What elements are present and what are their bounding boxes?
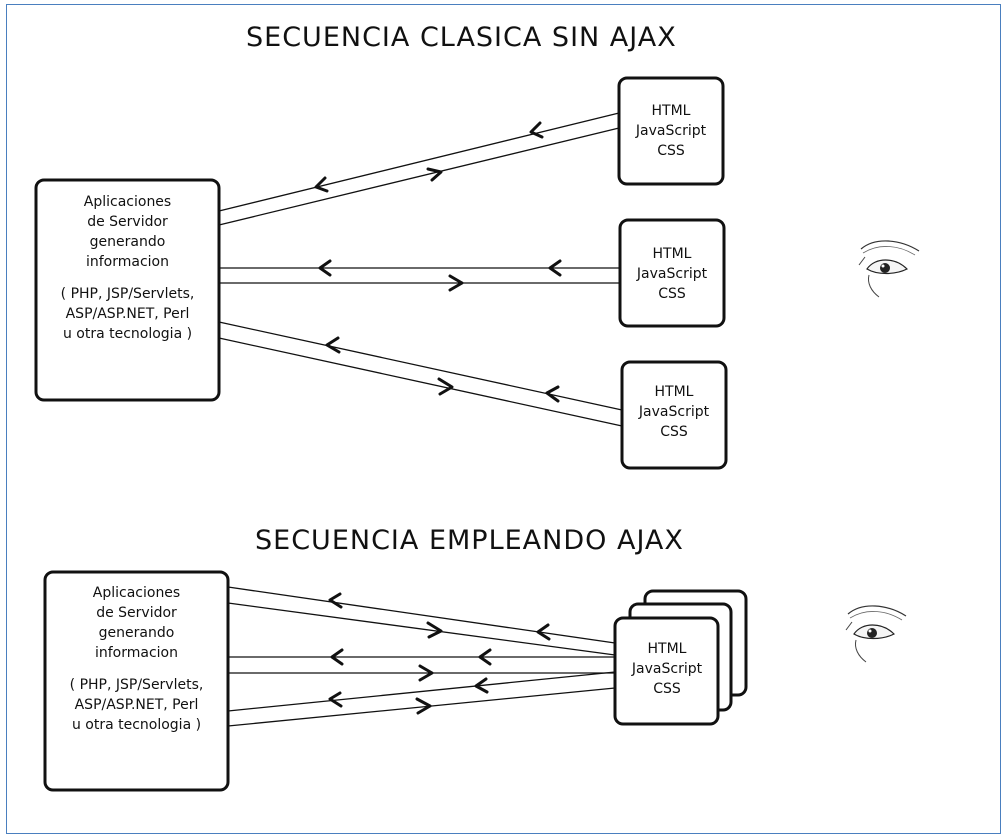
server-box-classic: [34, 178, 221, 402]
title-classic: SECUENCIA CLASICA SIN AJAX: [246, 22, 677, 53]
client-line: JavaScript: [638, 404, 710, 420]
client-line: CSS: [658, 286, 686, 302]
server-line: u otra tecnologia ): [62, 326, 193, 342]
client-line: HTML: [652, 246, 692, 262]
server-label-ajax: Aplicaciones de Servidor generando infor…: [45, 583, 228, 735]
connection-classic-1: [218, 112, 620, 226]
server-label-classic: Aplicaciones de Servidor generando infor…: [36, 192, 219, 344]
server-line: informacion: [94, 645, 178, 661]
client-line: HTML: [651, 103, 691, 119]
server-line: u otra tecnologia ): [71, 717, 202, 733]
eye-icon: [845, 605, 907, 663]
client-box-ajax: [613, 616, 720, 726]
server-line: de Servidor: [96, 605, 177, 621]
client-label-classic-1: HTML JavaScript CSS: [621, 101, 721, 161]
client-line: HTML: [654, 384, 694, 400]
server-line: generando: [98, 625, 175, 641]
server-box-ajax: [43, 570, 230, 792]
client-box-classic-2: [618, 218, 726, 328]
server-line: ASP/ASP.NET, Perl: [65, 306, 190, 322]
server-line: informacion: [85, 254, 169, 270]
connection-classic-2: [219, 267, 620, 284]
connection-ajax-3: [227, 671, 616, 727]
server-line-spacer: [36, 272, 219, 284]
server-line: ( PHP, JSP/Servlets,: [69, 677, 204, 693]
client-label-ajax: HTML JavaScript CSS: [617, 639, 717, 699]
eye-icon: [858, 240, 920, 298]
client-box-classic-1: [617, 76, 725, 186]
client-line: JavaScript: [636, 266, 708, 282]
server-line: de Servidor: [87, 214, 168, 230]
server-line: ASP/ASP.NET, Perl: [74, 697, 199, 713]
connection-classic-3: [218, 321, 623, 427]
client-line: HTML: [647, 641, 687, 657]
client-line: CSS: [657, 143, 685, 159]
server-line: Aplicaciones: [92, 585, 181, 601]
arrowheads-ajax: [328, 592, 551, 715]
server-line: generando: [89, 234, 166, 250]
client-label-classic-3: HTML JavaScript CSS: [624, 382, 724, 442]
server-line: Aplicaciones: [83, 194, 172, 210]
title-ajax: SECUENCIA EMPLEANDO AJAX: [255, 525, 684, 556]
client-line: JavaScript: [631, 661, 703, 677]
server-line: ( PHP, JSP/Servlets,: [60, 286, 195, 302]
connection-ajax-2: [228, 656, 615, 674]
client-label-classic-2: HTML JavaScript CSS: [622, 244, 722, 304]
connection-ajax-1: [227, 586, 616, 656]
client-box-classic-3: [620, 360, 728, 470]
client-line: JavaScript: [635, 123, 707, 139]
server-line-spacer: [45, 663, 228, 675]
client-line: CSS: [653, 681, 681, 697]
client-line: CSS: [660, 424, 688, 440]
arrowheads-classic: [314, 121, 562, 403]
